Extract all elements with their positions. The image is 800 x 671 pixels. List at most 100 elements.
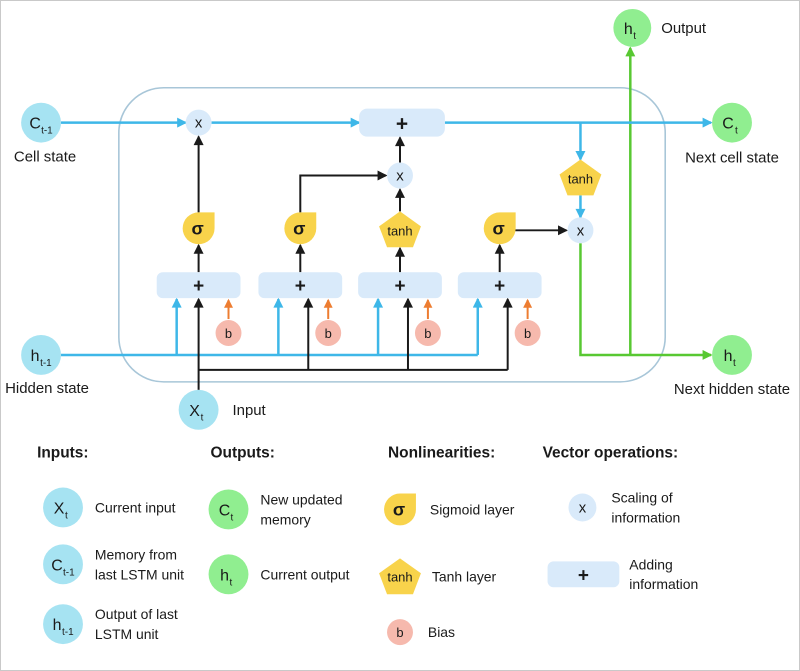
- sigmoid2-gate: σ: [284, 212, 317, 245]
- output-connectors: [579, 46, 713, 360]
- legend-ct-label-2: memory: [260, 511, 310, 527]
- output-top-main: h: [624, 21, 633, 38]
- legend-bias-symbol: b: [396, 625, 403, 640]
- bias3-circle: [414, 320, 441, 346]
- nextcell-circle: [712, 102, 752, 143]
- legend-add-label-1: Adding: [629, 556, 672, 572]
- sigmoid2-symbol: σ: [293, 218, 305, 238]
- legend-multiply-symbol: x: [579, 499, 587, 516]
- multiply3-symbol: x: [577, 222, 585, 239]
- cellstate-prev-circle: [21, 102, 62, 143]
- legend-hprev-sub: t-1: [62, 627, 74, 638]
- hidden-state-label: Hidden state: [5, 380, 89, 397]
- legend-nonlinearities-header: Nonlinearities:: [388, 445, 495, 462]
- tanh-output: tanh: [559, 159, 602, 196]
- next-hidden-state-label: Next hidden state: [674, 381, 790, 398]
- black-connectors: [193, 135, 568, 390]
- legend-item-current-input: X t Current input: [43, 487, 176, 528]
- legend-add-symbol: +: [578, 565, 589, 586]
- tanh-output-symbol: tanh: [568, 171, 593, 186]
- output-top-node: h t Output: [613, 8, 707, 47]
- legend-bias-label: Bias: [428, 624, 455, 640]
- legend-cprev-main: C: [51, 557, 63, 574]
- multiply3-circle: [567, 217, 594, 244]
- sigmoid1-gate: σ: [182, 212, 215, 245]
- legend-item-memory-prev: C t-1 Memory from last LSTM unit: [43, 544, 184, 585]
- input-main: X: [189, 403, 200, 420]
- sum4-box: [457, 272, 542, 299]
- sigmoid3-gate: σ: [483, 212, 516, 245]
- legend-cprev-circle: [43, 544, 83, 585]
- lstm-cell-boundary: [118, 86, 667, 383]
- hiddenstate-prev-node: h t-1 Hidden state: [5, 335, 89, 397]
- sum4-symbol: +: [494, 276, 505, 297]
- legend-sigmoid-label: Sigmoid layer: [430, 501, 515, 517]
- legend-vector-operations-header: Vector operations:: [543, 445, 679, 462]
- multiply1-node: x: [185, 109, 212, 136]
- bias-connectors: [224, 298, 533, 320]
- multiply1-symbol: x: [195, 115, 203, 132]
- bias3-symbol: b: [424, 326, 431, 341]
- bias1-symbol: b: [225, 326, 232, 341]
- legend-section-inputs: Inputs: X t Current input C t-1 Memory f…: [37, 445, 184, 645]
- legend-tanh-symbol: tanh: [387, 569, 412, 584]
- legend-ht-circle: [208, 554, 249, 595]
- sigmoid3-symbol: σ: [493, 218, 505, 238]
- nexthidden-sub: t: [733, 358, 736, 369]
- legend-ct-circle: [208, 489, 249, 530]
- legend-bias-circle: [387, 619, 413, 646]
- legend-section-outputs: Outputs: C t New updated memory h t Curr…: [208, 445, 350, 595]
- hiddenstate-prev-circle: [21, 335, 62, 375]
- legend-ct-sub: t: [231, 512, 234, 523]
- sum-boxes: + + + +: [156, 272, 542, 299]
- cell-state-label: Cell state: [14, 149, 76, 166]
- bias2-circle: [315, 320, 342, 346]
- multiply2-circle: [387, 162, 413, 189]
- legend-hprev-circle: [43, 604, 83, 645]
- legend-xt-circle: [43, 487, 83, 528]
- output-top-sub: t: [633, 31, 636, 42]
- tanh-gate: tanh: [379, 211, 421, 248]
- nextcell-sub: t: [735, 126, 738, 137]
- multiply1-circle: [185, 109, 212, 136]
- legend-multiply-label-2: information: [611, 509, 680, 525]
- sigmoid2-shape: [284, 212, 317, 245]
- legend-add-box: [547, 561, 620, 588]
- output-top-circle: [613, 8, 652, 47]
- legend-ht-sub: t: [230, 577, 233, 588]
- legend-outputs-header: Outputs:: [211, 445, 275, 462]
- sum3-box: [358, 272, 442, 299]
- legend-tanh-label: Tanh layer: [432, 568, 497, 584]
- add-box: [359, 108, 445, 137]
- nexthidden-circle: [712, 335, 752, 375]
- legend-item-sigmoid: σ Sigmoid layer: [384, 493, 515, 526]
- legend-cprev-sub: t-1: [63, 567, 75, 578]
- hiddenstate-prev-sub: t-1: [40, 358, 52, 369]
- legend-xt-label: Current input: [95, 499, 176, 515]
- legend-item-tanh: tanh Tanh layer: [379, 558, 497, 595]
- add-node: +: [359, 108, 445, 137]
- input-sub: t: [201, 413, 204, 424]
- legend-xt-main: X: [54, 500, 65, 517]
- legend-inputs-header: Inputs:: [37, 445, 88, 462]
- add-symbol: +: [396, 113, 408, 136]
- sum2-symbol: +: [295, 276, 306, 297]
- sum2-box: [258, 272, 343, 299]
- cellstate-prev-sub: t-1: [41, 126, 53, 137]
- input-node: X t Input: [178, 389, 267, 430]
- blue-connectors: [61, 117, 713, 357]
- multiply2-node: x: [387, 162, 413, 189]
- next-cell-state-label: Next cell state: [685, 150, 779, 167]
- legend-item-bias: b Bias: [387, 619, 455, 646]
- legend-ht-label: Current output: [260, 566, 349, 582]
- sigmoid3-shape: [483, 212, 516, 245]
- sigmoid1-shape: [182, 212, 215, 245]
- legend-ht-main: h: [220, 567, 229, 584]
- legend-section-nonlinearities: Nonlinearities: σ Sigmoid layer tanh Tan…: [379, 445, 515, 646]
- legend-ct-label-1: New updated: [260, 491, 342, 507]
- bias4-symbol: b: [524, 326, 531, 341]
- nextcell-node: C t Next cell state: [685, 102, 779, 167]
- bias2-symbol: b: [325, 326, 332, 341]
